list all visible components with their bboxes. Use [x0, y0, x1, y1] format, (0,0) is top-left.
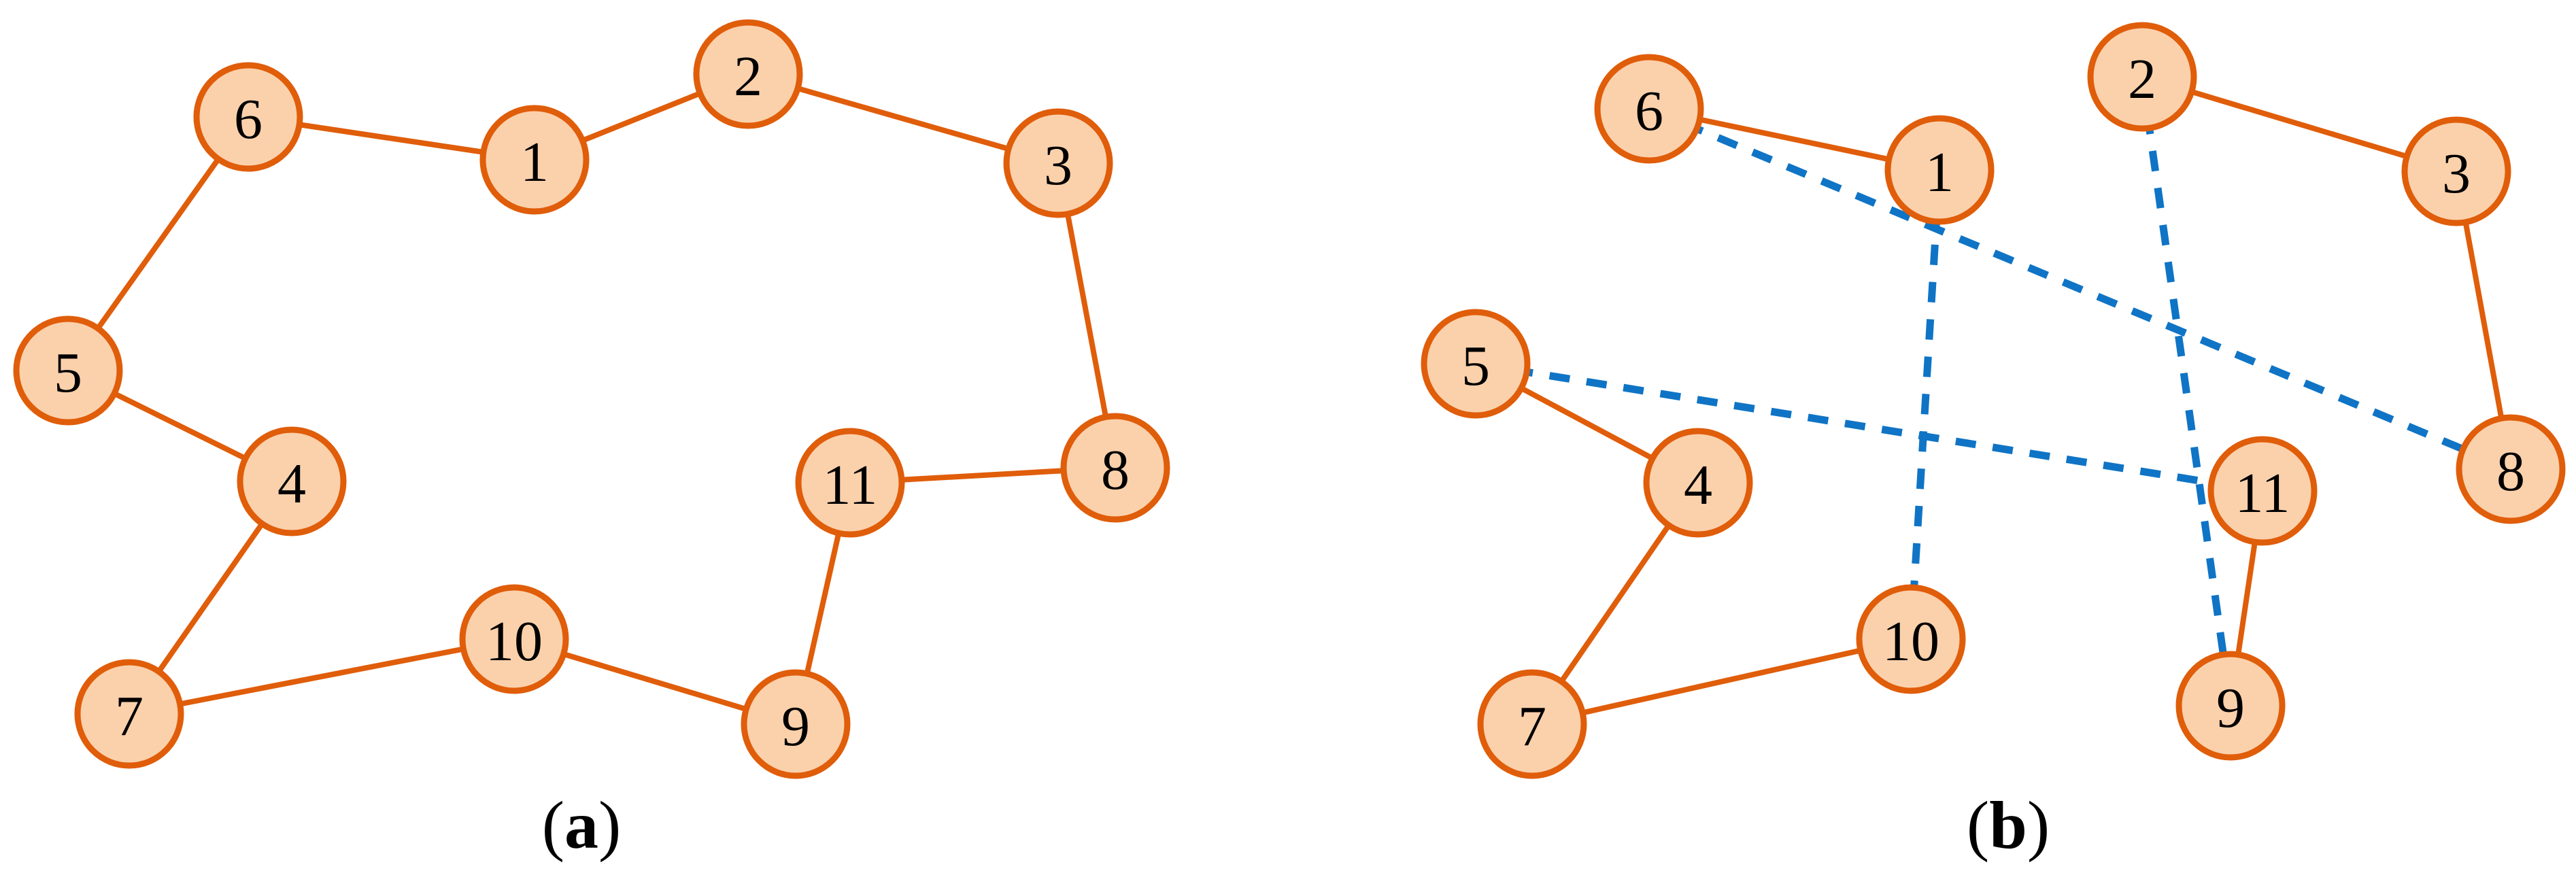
node-label: 11 [823, 453, 878, 517]
node-label: 6 [1635, 80, 1663, 143]
node-b-6: 6 [1594, 54, 1704, 164]
node-label: 2 [2128, 48, 2156, 111]
node-circle [2207, 436, 2318, 546]
node-a-2: 2 [693, 19, 803, 129]
node-circle [1884, 115, 1995, 225]
node-a-1: 1 [479, 105, 590, 215]
node-circle [2401, 116, 2511, 226]
caption-open-paren: ( [1967, 787, 1989, 863]
node-a-8: 8 [1060, 413, 1170, 523]
node-label: 8 [2496, 440, 2525, 503]
node-label: 8 [1101, 439, 1130, 502]
node-label: 7 [1518, 695, 1546, 758]
node-b-1: 1 [1884, 115, 1995, 225]
dashed-edge-b-1-10 [1907, 169, 1944, 640]
node-circle [1643, 428, 1753, 538]
node-circle [741, 669, 851, 779]
panel-b-caption: (b) [1967, 787, 2050, 863]
caption-close-paren: ) [598, 787, 621, 863]
node-b-3: 3 [2401, 116, 2511, 226]
node-circle [459, 584, 569, 694]
node-circle [2087, 22, 2197, 132]
node-label: 4 [1684, 453, 1712, 517]
node-label: 11 [2235, 462, 2290, 525]
node-circle [1477, 669, 1587, 779]
node-label: 3 [2442, 142, 2471, 205]
node-circle [1421, 309, 1531, 419]
node-circle [237, 426, 347, 536]
solid-edge-a-10-7 [129, 636, 515, 717]
node-label: 9 [781, 695, 810, 758]
node-circle [2175, 651, 2286, 761]
node-label: 7 [115, 685, 143, 748]
panel-b: 6 1 2 3 5 4 11 8 10 7 9 (b) [1421, 22, 2566, 863]
node-label: 4 [277, 452, 306, 515]
node-circle [1856, 584, 1966, 694]
node-circle [1003, 108, 1113, 218]
caption-close-paren: ) [2027, 787, 2050, 863]
node-b-11: 11 [2207, 436, 2318, 546]
panel-a: 6 1 2 3 5 4 11 8 10 7 9 (a) [13, 19, 1170, 863]
node-circle [74, 659, 184, 769]
node-label: 10 [486, 610, 543, 673]
node-b-9: 9 [2175, 651, 2286, 761]
node-label: 10 [1882, 610, 1939, 673]
node-circle [1594, 54, 1704, 164]
node-label: 3 [1044, 134, 1072, 197]
node-label: 1 [520, 131, 549, 194]
dashed-edge-b-6-8 [1647, 105, 2513, 473]
dashed-edge-b-2-9 [2138, 76, 2235, 706]
node-b-7: 7 [1477, 669, 1587, 779]
node-label: 5 [54, 341, 82, 405]
node-circle [2456, 414, 2566, 524]
node-a-11: 11 [795, 428, 905, 538]
node-b-2: 2 [2087, 22, 2197, 132]
node-b-4: 4 [1643, 428, 1753, 538]
node-a-5: 5 [13, 315, 123, 426]
node-a-7: 7 [74, 659, 184, 769]
node-a-4: 4 [237, 426, 347, 536]
node-label: 5 [1461, 335, 1490, 398]
node-circle [193, 62, 303, 172]
node-label: 6 [234, 88, 262, 151]
node-b-5: 5 [1421, 309, 1531, 419]
node-b-10: 10 [1856, 584, 1966, 694]
node-a-3: 3 [1003, 108, 1113, 218]
node-label: 9 [2216, 677, 2245, 740]
node-b-8: 8 [2456, 414, 2566, 524]
node-label: 2 [734, 45, 762, 108]
node-label: 1 [1925, 141, 1954, 204]
node-circle [479, 105, 590, 215]
node-circle [13, 315, 123, 426]
node-circle [1060, 413, 1170, 523]
panel-a-caption: (a) [542, 787, 622, 863]
node-a-6: 6 [193, 62, 303, 172]
solid-edge-b-7-10 [1531, 636, 1912, 727]
caption-letter: a [564, 787, 598, 863]
node-circle [693, 19, 803, 129]
node-a-10: 10 [459, 584, 569, 694]
node-circle [795, 428, 905, 538]
caption-letter: b [1989, 787, 2027, 863]
caption-open-paren: ( [542, 787, 564, 863]
node-a-9: 9 [741, 669, 851, 779]
